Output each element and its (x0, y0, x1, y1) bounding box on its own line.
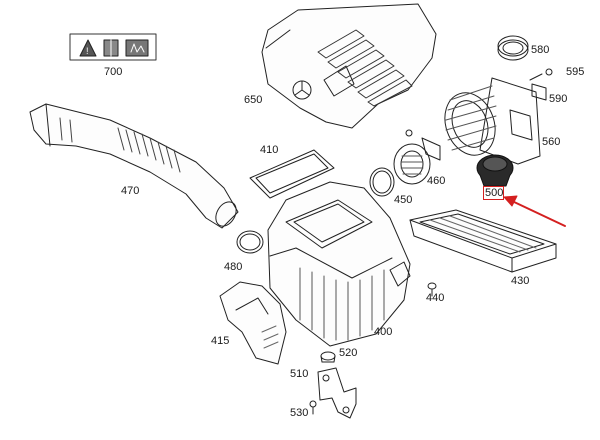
label-590: 590 (549, 93, 568, 105)
air-filter-430 (409, 209, 557, 273)
label-580: 580 (531, 44, 550, 56)
label-410: 410 (260, 144, 279, 156)
mounting-bracket-510 (317, 367, 357, 419)
bracket-590 (531, 83, 547, 101)
lid-gasket-410 (249, 149, 335, 199)
warning-label-700: ! (69, 33, 157, 61)
label-510: 510 (290, 368, 309, 380)
oring-480 (236, 230, 264, 254)
label-700: 700 (104, 66, 123, 78)
hand-caution-icon (125, 39, 149, 57)
engine-cover-650 (261, 3, 437, 129)
label-470: 470 (121, 185, 140, 197)
intake-snorkel-470 (29, 103, 239, 229)
label-500: 500 (485, 187, 504, 199)
oring-450 (369, 167, 395, 197)
label-460: 460 (427, 175, 446, 187)
label-650: 650 (244, 94, 263, 106)
label-450: 450 (394, 194, 413, 206)
intake-duct-560 (444, 77, 541, 165)
label-530: 530 (290, 407, 309, 419)
label-440: 440 (426, 292, 445, 304)
screw-595 (529, 68, 553, 81)
air-filter-housing-400 (267, 181, 411, 347)
label-400: 400 (374, 326, 393, 338)
red-pointer-arrow-icon (503, 195, 566, 227)
manual-book-icon (103, 39, 119, 57)
maf-sensor-460 (393, 129, 441, 185)
highlight-box-500 (483, 186, 504, 200)
duct-hose-415 (219, 281, 287, 365)
label-415: 415 (211, 335, 230, 347)
label-560: 560 (542, 136, 561, 148)
label-520: 520 (339, 347, 358, 359)
label-480: 480 (224, 261, 243, 273)
grommet-500 (476, 154, 514, 187)
svg-text:!: ! (86, 46, 89, 56)
screw-440 (427, 282, 437, 297)
clamp-ring-580 (497, 35, 529, 61)
grommet-520 (320, 351, 336, 363)
bolt-530 (309, 400, 317, 415)
label-595: 595 (566, 66, 585, 78)
warning-triangle-icon: ! (79, 39, 97, 57)
label-430: 430 (511, 275, 530, 287)
